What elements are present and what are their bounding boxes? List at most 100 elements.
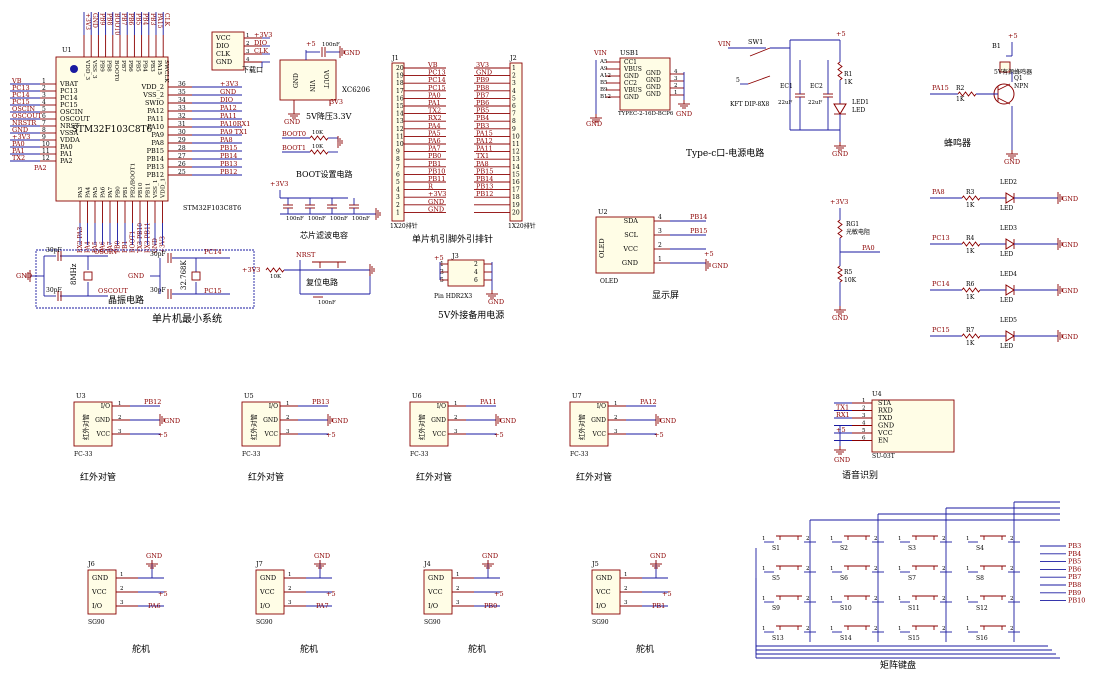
crystal-y2-label: 32.768K (180, 260, 188, 290)
net-label: PA9 TX1 (220, 128, 248, 136)
ir-body (73, 401, 113, 447)
mcu-title: 单片机最小系统 (152, 312, 222, 325)
mcu-chip-bottom-label: STM32F103C8T6 (183, 204, 241, 212)
net-3v3: +3V3 (242, 266, 260, 274)
led-ref: LED3 (1000, 225, 1017, 232)
pin-num: 1 (966, 626, 970, 632)
pin-num: 5 (512, 95, 516, 102)
net-label: DIO (254, 39, 267, 47)
net-label: +3V3 (160, 236, 167, 253)
pin-num: 9 (42, 134, 46, 141)
net-label: BOOT0 (113, 13, 120, 35)
net-label: PA12 (640, 398, 657, 406)
pin-num: 1 (898, 566, 902, 572)
pin-num: 9 (396, 149, 400, 156)
mcu-chip-body (55, 56, 169, 202)
pin-num: 4 (474, 269, 478, 276)
pin-name: PA8 (151, 139, 164, 147)
net-label: PA8 (932, 188, 945, 196)
key-label: S1 (772, 545, 780, 552)
q-type: NPN (1014, 83, 1029, 90)
pin-num: 1 (898, 626, 902, 632)
pin-name: GND (428, 574, 444, 582)
pin-name: GND (624, 94, 639, 101)
pin-name: VDD_3 (84, 59, 90, 80)
sw-label: KFT DIP-8X8 (730, 101, 770, 108)
rg1-ref: RG1 (846, 221, 859, 228)
pin-num: 5 (42, 106, 46, 113)
led-label: LED (1000, 297, 1013, 304)
pin-num: 3 (396, 194, 400, 201)
ec2-val: 22uF (808, 100, 823, 106)
pin-num: 2 (942, 626, 946, 632)
pin-name: I/O (596, 602, 606, 610)
resistor (961, 241, 981, 247)
net-label: PA1 (12, 147, 25, 155)
pin-num: 6 (42, 113, 46, 120)
pin-num: 4 (42, 99, 46, 106)
pin-num: 6 (396, 171, 400, 178)
net-label: CLK (254, 47, 268, 55)
pin1-marker (70, 65, 78, 73)
switch-blade (747, 75, 771, 85)
buzzer-body (999, 61, 1011, 73)
res-val: 1K (966, 294, 975, 301)
servo-title: 舵机 (468, 643, 486, 655)
net-label: PA4 (428, 122, 441, 130)
net-label: 3V3 (476, 61, 489, 69)
gnd-label: GND (164, 417, 180, 425)
pin-num: 6 (862, 436, 866, 442)
net-label: PA8 (220, 136, 233, 144)
net-label: CLK (163, 13, 170, 27)
servo-title: 舵机 (300, 643, 318, 655)
net-label: PA10RX1 (220, 120, 250, 128)
net-plus5: +5 (326, 431, 336, 439)
net-label: PA7 (107, 241, 114, 253)
pin-name: PB7 (120, 60, 126, 72)
buzzer-ref: B1 (992, 42, 1001, 50)
gnd-label: GND (676, 110, 692, 118)
pin-num: 1 (762, 566, 766, 572)
pin-num: 2 (806, 596, 810, 602)
net-label: TX3 PB10 (137, 223, 144, 253)
pin-num: 10 (42, 141, 50, 148)
pin-num: 10 (396, 141, 404, 148)
pin-num: 2 (1010, 566, 1014, 572)
net-plus5: +5 (662, 590, 672, 598)
key-label: S11 (908, 605, 920, 612)
pin-num: 14 (396, 111, 404, 118)
servo-title: 舵机 (132, 643, 150, 655)
pin-num: 13 (396, 118, 404, 125)
key-label: S8 (976, 575, 984, 582)
net-label: PB14 (220, 152, 237, 160)
res-ref: R7 (966, 327, 975, 334)
pin-num: 2 (246, 41, 250, 47)
res-ref: R4 (966, 235, 975, 242)
pin-num: 3 (246, 49, 250, 55)
pin-num: 1 (830, 626, 834, 632)
j1-body (391, 62, 405, 222)
pin-num: 1 (440, 261, 444, 268)
net-label: BOOT0 (282, 130, 306, 138)
ir-ref: U6 (412, 392, 422, 400)
pin-num: 2 (118, 415, 122, 421)
pin-name: VCC (427, 588, 443, 596)
j2-label: 1X20排针 (508, 222, 536, 230)
pin-num: 1 (286, 401, 290, 407)
pin-num: 6 (512, 103, 516, 110)
net-label: PA1 (428, 99, 441, 107)
pin-name: PB9 (98, 60, 104, 72)
pin-name: GND (624, 73, 639, 80)
net-label: PC14 (12, 91, 30, 99)
cap-label: 100nF (322, 42, 340, 48)
net-label: PC13 (932, 234, 950, 242)
pin-name: PB13 (147, 163, 164, 171)
pin-name: PB5 (134, 60, 140, 72)
net-label: PB7 (476, 91, 489, 99)
pin-num: 4 (396, 187, 400, 194)
net-pc14: PC14 (204, 248, 222, 256)
